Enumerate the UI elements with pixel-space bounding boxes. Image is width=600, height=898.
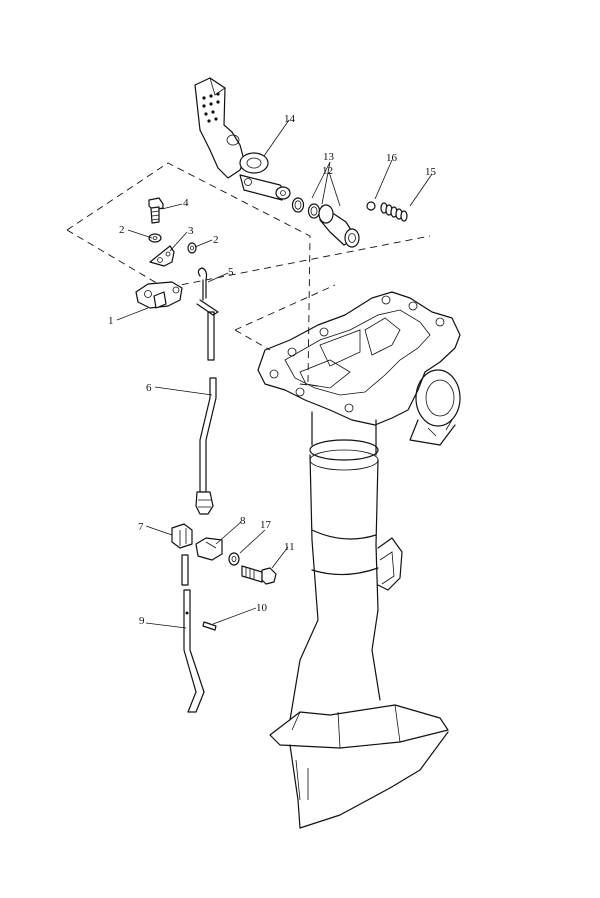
part-10-pin [202,621,217,631]
part-1-joint-block [135,281,183,309]
part-4-bolt [148,197,164,224]
callout-2b: 2 [213,234,219,246]
callout-6: 6 [146,382,152,394]
callout-9: 9 [139,615,145,627]
callout-8: 8 [240,515,246,527]
part-15-spring [380,202,408,222]
part-7-clamp [171,523,193,549]
part-9-lower-shift-rod [181,554,205,713]
callout-17: 17 [260,519,272,531]
part-13-o-rings [291,197,321,219]
part-16-ball [366,201,376,211]
part-11-bolt [241,565,277,585]
lower-casing [257,291,461,829]
part-14-shift-lever [194,77,291,201]
callout-3: 3 [188,225,194,237]
callout-5: 5 [228,266,234,278]
callout-2a: 2 [119,224,125,236]
callout-14: 14 [284,113,296,125]
callout-16: 16 [386,152,398,164]
part-17-washer [228,552,240,566]
part-12-bushing [318,204,360,248]
callout-11: 11 [284,541,295,553]
part-6-upper-shift-rod [195,299,219,515]
part-2-washers [148,233,197,254]
leader-lines [116,119,433,629]
callout-15: 15 [425,166,437,178]
callout-7: 7 [138,521,144,533]
callout-labels: 1 2 2 3 4 5 6 7 8 9 10 11 12 13 14 15 16… [108,113,437,627]
callout-4: 4 [183,197,189,209]
callout-1: 1 [108,315,114,327]
callout-10: 10 [256,602,268,614]
part-8-clamp-half [195,537,223,561]
part-3-bracket-plate [149,245,175,267]
callout-13: 13 [323,151,335,163]
assembly-guide-lines [66,162,431,387]
part-5-cotter-pin [197,267,208,301]
callout-12: 12 [322,165,333,177]
